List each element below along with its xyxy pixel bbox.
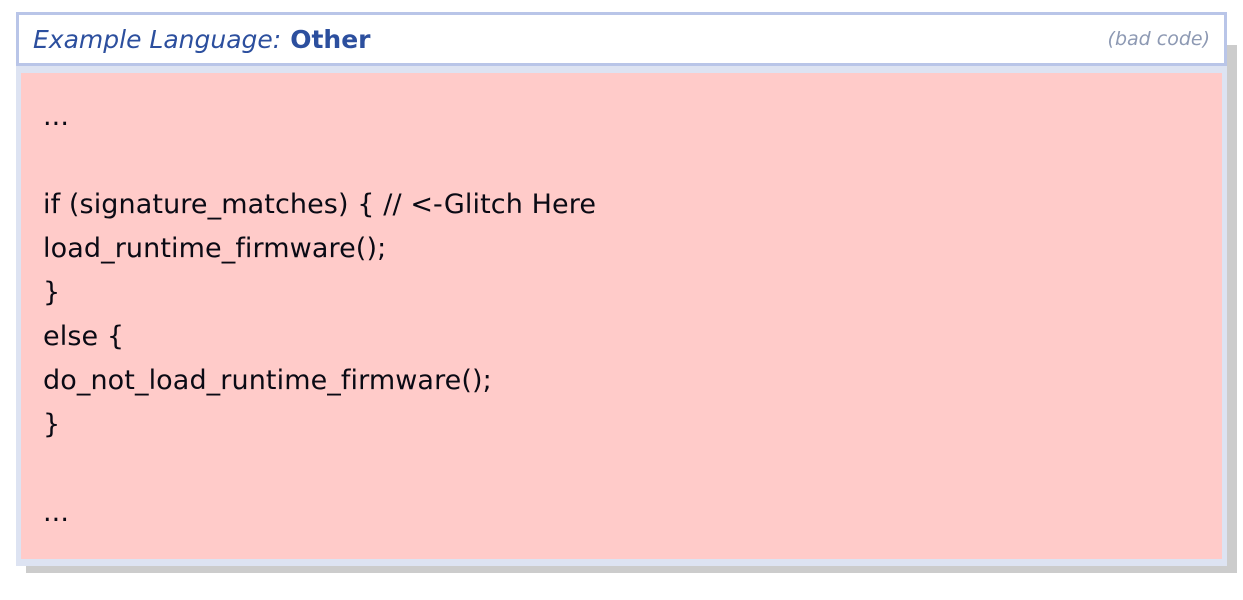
code-line: load_runtime_firmware(); xyxy=(43,233,387,264)
example-language-heading: Example Language: Other xyxy=(33,27,371,52)
code-listing: ... if (signature_matches) { // <-Glitch… xyxy=(16,66,1227,566)
example-language-value: Other xyxy=(290,24,371,54)
code-line: ... xyxy=(43,497,70,528)
code-line xyxy=(43,447,1222,491)
code-line: } xyxy=(43,409,61,440)
example-code-block: Example Language: Other (bad code) ... i… xyxy=(16,12,1227,566)
code-line: else { xyxy=(43,321,125,352)
code-line: if (signature_matches) { // <-Glitch Her… xyxy=(43,189,597,220)
code-line xyxy=(43,139,1222,183)
code-line: } xyxy=(43,277,61,308)
example-header-bar: Example Language: Other (bad code) xyxy=(16,12,1227,66)
code-line: do_not_load_runtime_firmware(); xyxy=(43,365,492,396)
example-language-label: Example Language: xyxy=(33,24,282,54)
code-line: ... xyxy=(43,101,70,132)
code-quality-note: (bad code) xyxy=(1107,27,1210,50)
